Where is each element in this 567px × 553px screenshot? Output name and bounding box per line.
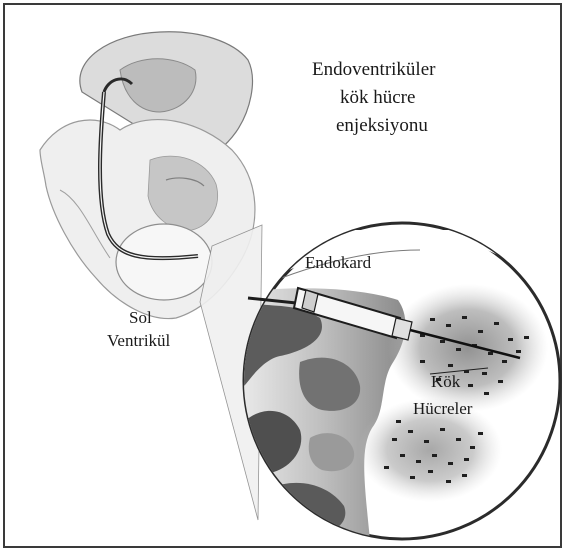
title-line-2: kök hücre — [340, 88, 415, 107]
left-ventricle-label-1: Sol — [129, 309, 152, 326]
title-line-3: enjeksiyonu — [336, 116, 428, 135]
stem-cells-label-2: Hücreler — [413, 400, 472, 417]
magnified-tissue-icon — [244, 223, 560, 540]
stem-cells-label-1: Kök — [431, 373, 460, 390]
left-ventricle-label-2: Ventrikül — [107, 332, 170, 349]
title-line-1: Endoventriküler — [312, 60, 435, 79]
endocardium-label: Endokard — [305, 254, 371, 271]
